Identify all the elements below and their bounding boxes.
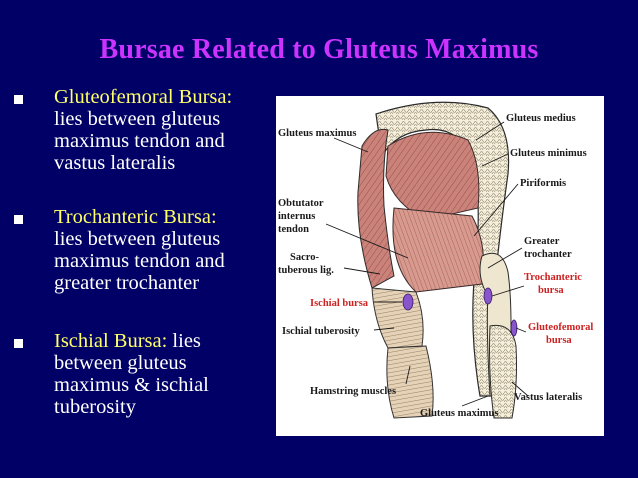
sacrotuberous-region (371, 287, 424, 349)
gluteal-anatomy-illustration: Gluteus medius Gluteus maximus Gluteus m… (278, 101, 593, 419)
bullet-term: Ischial Bursa: (54, 330, 168, 352)
label-obturator-2: internus (278, 211, 315, 222)
label-gluteus-medius: Gluteus medius (506, 113, 576, 124)
hamstring-muscles (386, 345, 434, 419)
label-gluteofemoral-bursa-2: bursa (546, 335, 572, 346)
label-sacro-1: Sacro- (290, 252, 319, 263)
bullet-text: Ischial Bursa: lies between gluteus maxi… (54, 330, 209, 418)
label-gluteofemoral-bursa-1: Gluteofemoral (528, 322, 593, 333)
bullet-term: Trochanteric Bursa: (54, 206, 217, 228)
label-greater-trochanter-2: trochanter (524, 249, 572, 260)
label-vastus-lateralis: Vastus lateralis (514, 392, 582, 403)
label-greater-trochanter-1: Greater (524, 236, 560, 247)
label-trochanteric-bursa-1: Trochanteric (524, 272, 582, 283)
label-obturator-3: tendon (278, 224, 309, 235)
bullet-text: Trochanteric Bursa: lies between gluteus… (54, 206, 225, 294)
slide-title: Bursae Related to Gluteus Maximus (99, 34, 539, 65)
bullet-marker (14, 215, 23, 224)
vastus-lateralis (489, 324, 517, 419)
label-trochanteric-bursa-2: bursa (538, 285, 564, 296)
label-obturator-1: Obtutator (278, 198, 324, 209)
gluteus-medius (385, 131, 480, 221)
bullet-text: Gluteofemoral Bursa: lies between gluteu… (54, 86, 233, 174)
label-ischial-bursa: Ischial bursa (310, 298, 369, 309)
bullet-term: Gluteofemoral Bursa: (54, 86, 233, 108)
ischial-bursa-mark (402, 293, 414, 311)
label-piriformis: Piriformis (520, 178, 566, 189)
bullet-marker (14, 339, 23, 348)
label-gluteus-maximus-top: Gluteus maximus (278, 128, 356, 139)
label-sacro-2: tuberous lig. (278, 265, 334, 276)
label-gluteus-maximus-bottom: Gluteus maximus (420, 408, 498, 419)
anatomy-figure: Gluteus medius Gluteus maximus Gluteus m… (276, 96, 604, 436)
trochanteric-bursa-mark (483, 287, 493, 305)
piriformis (392, 207, 485, 293)
label-gluteus-minimus: Gluteus minimus (510, 148, 587, 159)
label-ischial-tuberosity: Ischial tuberosity (282, 326, 360, 337)
label-hamstring-muscles: Hamstring muscles (310, 386, 396, 397)
bullet-marker (14, 95, 23, 104)
